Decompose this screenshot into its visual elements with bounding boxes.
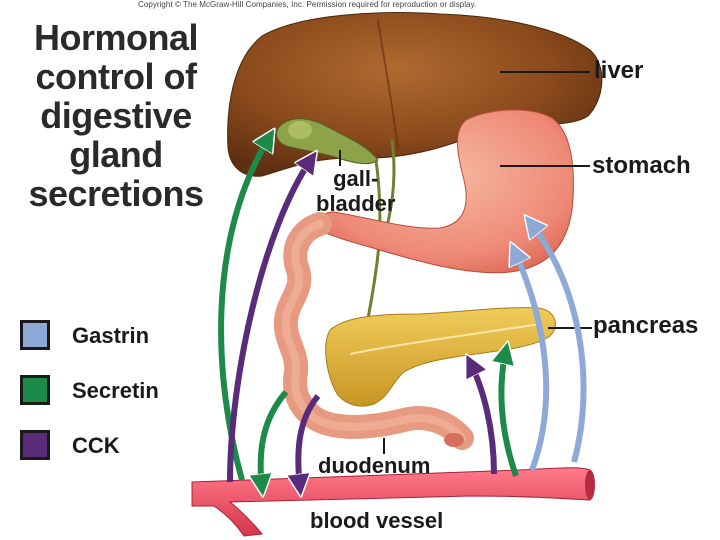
diagram-title: Hormonal control of digestive gland secr… [6, 18, 226, 213]
copyright-notice: Copyright © The McGraw-Hill Companies, I… [138, 0, 477, 9]
cck-swatch [20, 430, 50, 460]
gallbladder-label-line: bladder [316, 191, 396, 216]
cck-arrow-to-gallbladder [227, 158, 312, 483]
liver-label: liver [594, 57, 644, 84]
gallbladder-label-line: gall- [333, 166, 379, 191]
title-line: gland [69, 134, 163, 175]
blood-vessel-label: blood vessel [310, 508, 444, 533]
gastrin-arrow-to-stomach [530, 222, 587, 463]
gastrin-swatch [20, 320, 50, 350]
duodenum-label: duodenum [318, 453, 431, 478]
cck-arrow-from-duodenum [298, 394, 321, 488]
gastrin-arrow-from-stomach [514, 250, 550, 472]
legend-label: CCK [72, 433, 120, 458]
pancreas-label: pancreas [593, 312, 699, 339]
pancreas-organ [325, 307, 556, 407]
title-line: digestive [40, 95, 192, 136]
secretin-arrow-to-pancreas [501, 350, 519, 477]
gallbladder-label: gall- bladder [316, 166, 395, 216]
legend-label: Gastrin [72, 323, 150, 348]
stomach-organ [318, 109, 574, 274]
secretin-arrow-to-duodenum [261, 390, 289, 488]
title-line: control of [35, 56, 197, 97]
title-line: Hormonal [33, 17, 199, 58]
title-line: secretions [28, 173, 204, 214]
secretin-swatch [20, 375, 50, 405]
legend-label: Secretin [72, 378, 159, 403]
cck-arrow-to-pancreas [470, 362, 497, 475]
stomach-label: stomach [592, 152, 691, 179]
